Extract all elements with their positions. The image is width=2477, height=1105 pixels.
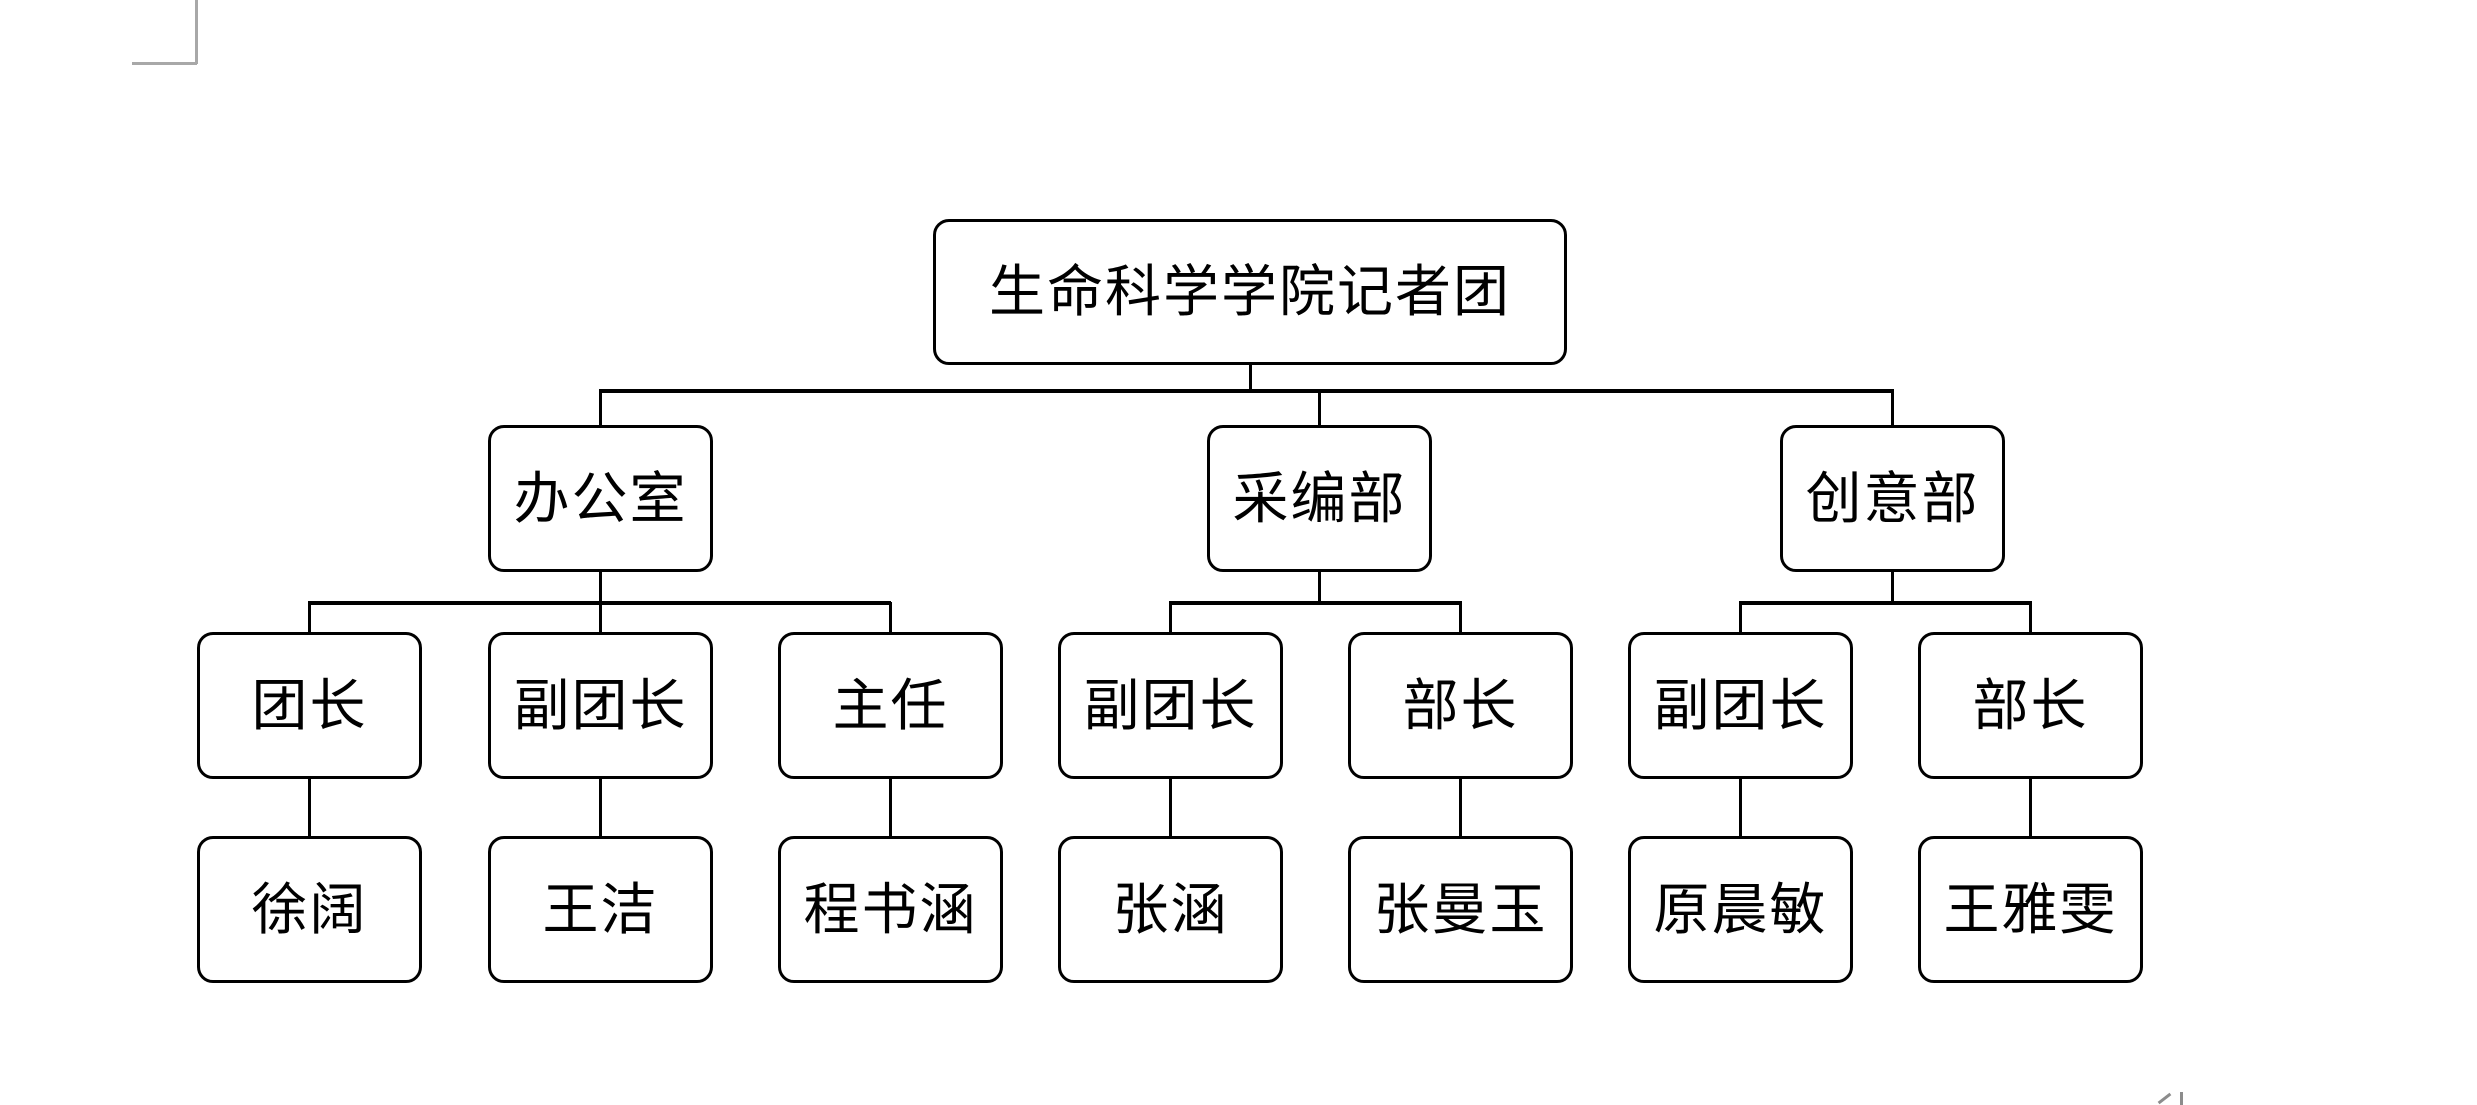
person-label: 徐阔: [251, 877, 368, 941]
person-label: 程书涵: [803, 877, 978, 941]
org-node-dept-creative[interactable]: 创意部: [1780, 425, 2005, 572]
org-node-role-creative-deputy[interactable]: 副团长: [1628, 632, 1853, 779]
org-node-person-zhanghan[interactable]: 张涵: [1058, 836, 1283, 983]
org-node-root[interactable]: 生命科学学院记者团: [933, 219, 1567, 365]
connector-creative-down: [1891, 570, 1894, 604]
person-label: 张涵: [1112, 877, 1229, 941]
org-node-role-office-director[interactable]: 主任: [778, 632, 1003, 779]
connector-role-person-1: [308, 777, 311, 838]
connector-creative-child1: [1739, 602, 1742, 634]
connector-editorial-child2: [1459, 602, 1462, 634]
page-margin-corner-mark-horizontal: [132, 62, 197, 65]
connector-role-person-2: [599, 777, 602, 838]
org-node-person-xukuo[interactable]: 徐阔: [197, 836, 422, 983]
role-label: 副团长: [1083, 673, 1258, 737]
org-node-person-zhangmanyu[interactable]: 张曼玉: [1348, 836, 1573, 983]
person-label: 原晨敏: [1653, 877, 1828, 941]
page-margin-corner-mark-vertical: [195, 0, 198, 64]
connector-bus-level1: [598, 389, 1894, 393]
org-node-person-yuanchenmin[interactable]: 原晨敏: [1628, 836, 1853, 983]
connector-role-person-5: [1459, 777, 1462, 838]
person-label: 张曼玉: [1373, 877, 1548, 941]
role-label: 团长: [251, 673, 368, 737]
connector-stub-office: [599, 390, 602, 427]
connector-stub-creative: [1891, 390, 1894, 427]
connector-office-child1: [308, 602, 311, 634]
person-label: 王洁: [542, 877, 659, 941]
org-node-person-chengshuhan[interactable]: 程书涵: [778, 836, 1003, 983]
org-node-person-wangjie[interactable]: 王洁: [488, 836, 713, 983]
org-node-role-office-leader[interactable]: 团长: [197, 632, 422, 779]
connector-bus-creative: [1739, 601, 2032, 605]
org-node-dept-editorial-label: 采编部: [1232, 466, 1407, 530]
connector-role-person-4: [1169, 777, 1172, 838]
org-node-dept-creative-label: 创意部: [1805, 466, 1980, 530]
connector-stub-editorial: [1318, 390, 1321, 427]
org-node-dept-office[interactable]: 办公室: [488, 425, 713, 572]
connector-creative-child2: [2029, 602, 2032, 634]
role-label: 部长: [1972, 673, 2089, 737]
role-label: 部长: [1402, 673, 1519, 737]
org-node-role-office-deputy[interactable]: 副团长: [488, 632, 713, 779]
connector-role-person-7: [2029, 777, 2032, 838]
org-node-dept-office-label: 办公室: [513, 466, 688, 530]
connector-editorial-down: [1318, 570, 1321, 604]
org-node-role-editorial-head[interactable]: 部长: [1348, 632, 1573, 779]
connector-bus-editorial: [1169, 601, 1462, 605]
org-node-person-wangyawen[interactable]: 王雅雯: [1918, 836, 2143, 983]
person-label: 王雅雯: [1943, 877, 2118, 941]
org-node-role-editorial-deputy[interactable]: 副团长: [1058, 632, 1283, 779]
connector-role-person-6: [1739, 777, 1742, 838]
connector-root-stub: [1248, 363, 1252, 391]
role-label: 副团长: [1653, 673, 1828, 737]
org-node-role-creative-head[interactable]: 部长: [1918, 632, 2143, 779]
bottom-right-partial-mark-diagonal: [2157, 1092, 2172, 1105]
connector-office-child3: [889, 602, 892, 634]
connector-office-down: [599, 570, 602, 604]
connector-editorial-child1: [1169, 602, 1172, 634]
connector-role-person-3: [889, 777, 892, 838]
role-label: 主任: [832, 673, 949, 737]
connector-office-child2: [599, 602, 602, 634]
role-label: 副团长: [513, 673, 688, 737]
bottom-right-partial-mark-vertical: [2180, 1092, 2183, 1105]
org-node-dept-editorial[interactable]: 采编部: [1207, 425, 1432, 572]
org-node-root-label: 生命科学学院记者团: [989, 260, 1511, 323]
